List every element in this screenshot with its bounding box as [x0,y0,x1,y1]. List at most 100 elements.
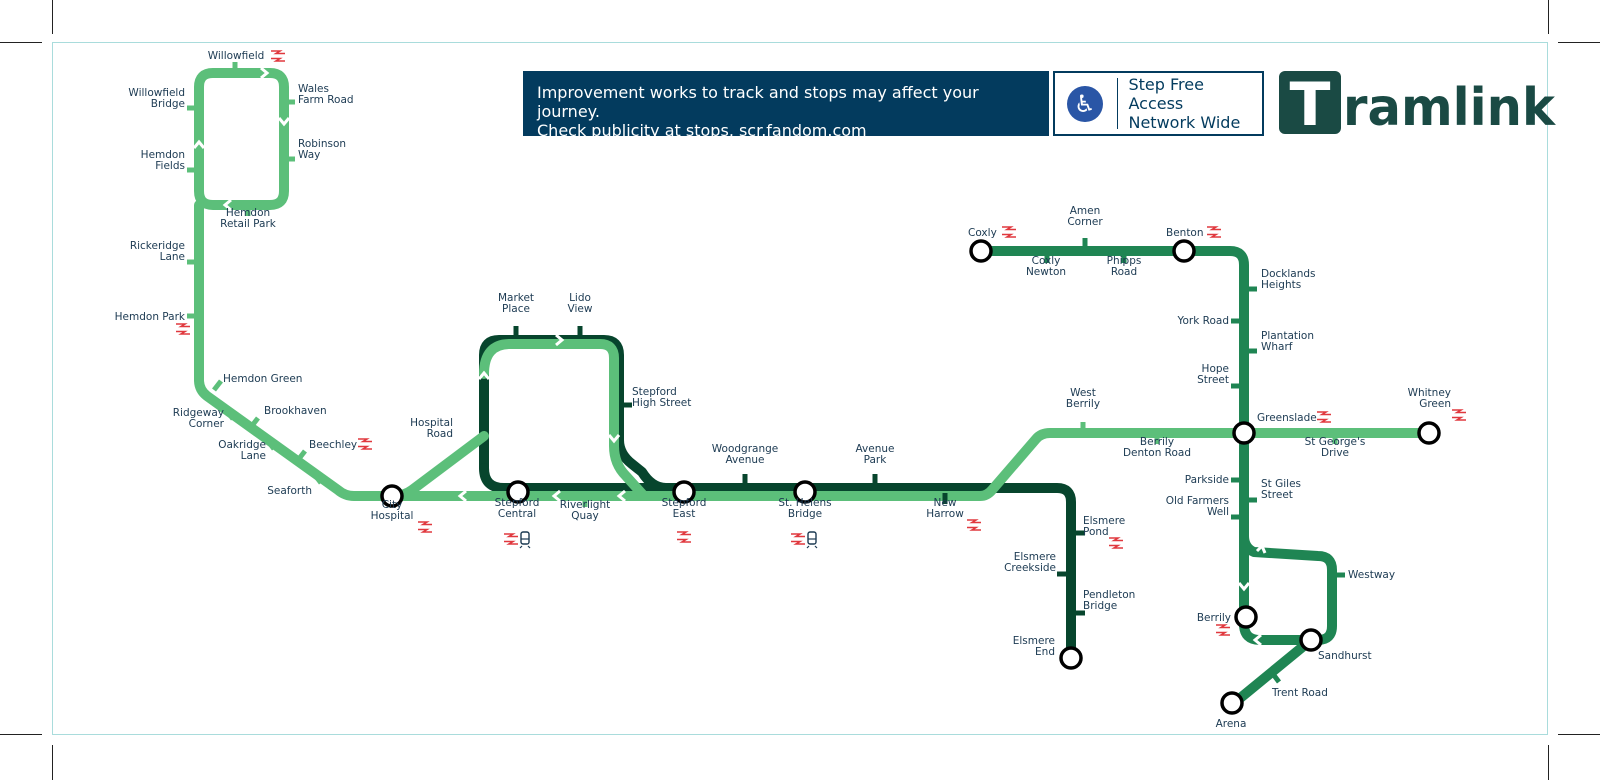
divider [1116,78,1119,129]
step-free-line-1: Step Free Access [1128,75,1204,113]
interchange-coxly [969,239,993,263]
dark-green-line [479,335,1076,664]
crop-mark [52,0,53,34]
stop-label-berrily: Berrily [1197,612,1231,624]
stop-label-trent-road: Trent Road [1271,687,1328,699]
logo-letter: T [1290,71,1331,136]
national-rail-icon [175,323,191,335]
interchange-st-helens-bridge [793,480,817,504]
map-frame [52,42,1548,735]
tramlink-logo: T ramlink [1279,71,1556,136]
interchange-greenslade [1232,421,1256,445]
crop-mark [1558,734,1600,735]
stop-label-parkside: Parkside [1185,474,1229,486]
step-free-line-2: Network Wide [1128,113,1241,132]
stop-label-seaforth: Seaforth [267,485,312,497]
stop-label-willowfield: Willowfield [208,50,265,62]
crop-mark [1548,0,1549,34]
national-rail-icon [790,533,806,545]
tram-icon [519,531,531,549]
stop-label-brookhaven: Brookhaven [264,405,327,417]
national-rail-icon [1108,537,1124,549]
step-free-access-panel: ♿ Step Free Access Network Wide [1053,71,1264,136]
interchange-sandhurst [1299,628,1323,652]
stop-label-beechley: Beechley [309,439,357,451]
wheelchair-icon: ♿ [1067,85,1103,122]
stop-ticks [187,62,1345,684]
national-rail-icon [417,521,433,533]
crop-mark [0,734,42,735]
stop-label-westway: Westway [1348,569,1395,581]
stop-label-greenslade: Greenslade [1257,412,1317,424]
interchange-elsmere-end [1059,646,1083,670]
step-free-text: Step Free Access Network Wide [1128,75,1262,132]
national-rail-icon [270,50,286,62]
logo-badge [1279,71,1341,134]
direction-arrows [192,66,1267,647]
crop-mark [52,745,53,780]
crop-mark [1558,42,1600,43]
interchange-circles [380,239,1441,715]
stop-label-york-road: York Road [1176,315,1229,327]
national-rail-icon [676,531,692,543]
interchange-arena [1220,691,1244,715]
tram-icon [806,531,818,549]
tram-interchange-icons [519,531,818,549]
interchange-whitney-green [1417,421,1441,445]
stop-label-sandhurst: Sandhurst [1318,650,1372,662]
notice-line-1: Improvement works to track and stops may… [537,83,979,121]
light-green-line [194,68,1437,501]
national-rail-icon [1206,226,1222,238]
interchange-benton [1172,239,1196,263]
interchange-city-hospital [380,484,404,508]
national-rail-icon [503,533,519,545]
national-rail-icon [1451,409,1467,421]
interchange-stepford-central [506,480,530,504]
stop-label-arena: Arena [1216,718,1247,730]
national-rail-icon [1316,411,1332,423]
stop-label-coxly: Coxly [968,227,997,239]
logo-text: ramlink [1343,78,1556,136]
stop-label-hemdon-green: Hemdon Green [223,373,302,385]
national-rail-icon [1215,624,1231,636]
notice-line-2: Check publicity at stops, scr.fandom.com [537,121,867,140]
crop-mark [0,42,42,43]
national-rail-icon [966,519,982,531]
